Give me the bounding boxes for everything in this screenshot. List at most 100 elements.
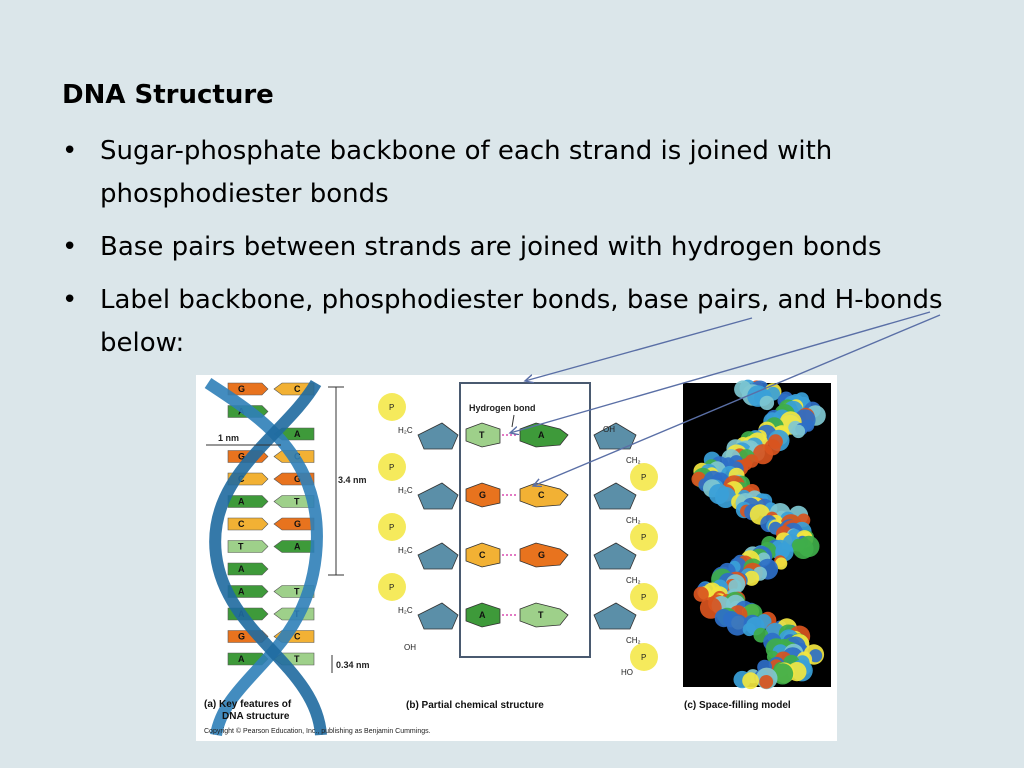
bullet-text: Label backbone, phosphodiester bonds, ba…: [100, 285, 943, 358]
ch2-right-label: CH₂: [626, 636, 641, 645]
space-filling-atom: [693, 586, 709, 602]
chem-base-left-label: C: [479, 550, 486, 560]
space-filling-atom: [775, 557, 788, 570]
chem-base-left-label: A: [479, 610, 486, 620]
space-filling-atom: [715, 486, 737, 508]
chem-base-right-label: C: [538, 490, 545, 500]
space-filling-atom: [742, 672, 759, 690]
ho-label: HO: [621, 668, 633, 677]
helix-base-left: [227, 562, 269, 576]
phosphate-left: [378, 573, 406, 601]
panel-a-caption-1: (a) Key features of: [204, 699, 292, 710]
helix-base-left-label: G: [238, 632, 245, 642]
sugar-right: [593, 602, 637, 630]
space-filling-atom: [742, 622, 756, 637]
ch2-left-label: H₂C: [398, 486, 413, 495]
bullet-item: • Label backbone, phosphodiester bonds, …: [58, 279, 1008, 365]
helix-base-right-label: T: [294, 497, 300, 507]
bullet-text: Sugar-phosphate backbone of each strand …: [100, 136, 833, 209]
sugar-left: [417, 482, 459, 510]
oh-bottom-label: OH: [404, 643, 416, 652]
helix-base-left-label: T: [238, 542, 244, 552]
helix-base-left: [227, 517, 269, 531]
helix-base-right-label: C: [294, 384, 301, 394]
helix-base-right-label: C: [294, 632, 301, 642]
bullet-item: • Base pairs between strands are joined …: [58, 226, 1008, 269]
chem-base-right-label: T: [538, 610, 544, 620]
chem-base-left: [465, 602, 501, 628]
phosphate-left: [378, 453, 406, 481]
space-filling-atom: [791, 424, 806, 439]
panel-c-caption: (c) Space-filling model: [684, 700, 791, 711]
oh-top-label: OH: [603, 425, 615, 434]
phosphate-left-p: P: [389, 583, 394, 592]
sugar-right: [593, 542, 637, 570]
chem-base-right-label: G: [538, 550, 545, 560]
hydrogen-bond-label: Hydrogen bond: [469, 403, 536, 413]
phosphate-right: [630, 643, 658, 671]
helix-base-right-label: T: [294, 587, 300, 597]
sugar-left: [417, 542, 459, 570]
slide-title: DNA Structure: [62, 80, 274, 110]
phosphate-right: [630, 523, 658, 551]
bullet-dot: •: [62, 136, 78, 166]
space-filling-atom: [793, 538, 814, 559]
ch2-left-label: H₂C: [398, 426, 413, 435]
space-filling-atom: [809, 649, 823, 663]
helix-base-right-label: G: [294, 474, 301, 484]
phosphate-left-p: P: [389, 403, 394, 412]
bullet-dot: •: [62, 232, 78, 262]
helix-base-left-label: A: [238, 587, 245, 597]
chem-base-left-label: G: [479, 490, 486, 500]
helix-base-left: [227, 495, 269, 508]
width-measure-label: 1 nm: [218, 433, 239, 443]
phosphate-left-p: P: [389, 523, 394, 532]
helix-base-left: [227, 540, 269, 553]
helix-base-right-label: A: [294, 429, 301, 439]
helix-base-left-label: A: [238, 497, 245, 507]
space-filling-atom: [759, 395, 775, 411]
helix-base-right-label: A: [294, 542, 301, 552]
space-filling-atom: [759, 675, 774, 689]
helix-base-left-label: G: [238, 452, 245, 462]
phosphate-right-p: P: [641, 533, 646, 542]
panel-c-space-filling: (c) Space-filling model: [683, 379, 831, 711]
helix-base-left-label: A: [238, 654, 245, 664]
phosphate-left-p: P: [389, 463, 394, 472]
bullet-list: • Sugar-phosphate backbone of each stran…: [58, 130, 1008, 375]
sugar-left: [417, 422, 459, 450]
phosphate-left: [378, 513, 406, 541]
chem-base-left: [465, 542, 501, 568]
phosphate-right-p: P: [641, 473, 646, 482]
phosphate-right: [630, 583, 658, 611]
helix-base-left-label: G: [238, 384, 245, 394]
panel-b-caption: (b) Partial chemical structure: [406, 700, 544, 711]
ch2-left-label: H₂C: [398, 606, 413, 615]
helix-strand-1: [204, 378, 323, 737]
helix-strand-2: [209, 379, 327, 736]
chem-base-right-label: A: [538, 430, 545, 440]
ch2-left-label: H₂C: [398, 546, 413, 555]
helix-base-left-label: C: [238, 519, 245, 529]
panel-a-caption-2: DNA structure: [222, 711, 290, 722]
turn-measure-label: 3.4 nm: [338, 475, 367, 485]
helix-base-left-label: A: [238, 564, 245, 574]
bullet-text: Base pairs between strands are joined wi…: [100, 232, 882, 262]
bullet-item: • Sugar-phosphate backbone of each stran…: [58, 130, 1008, 216]
chem-base-left-label: T: [479, 430, 485, 440]
phosphate-right-p: P: [641, 653, 646, 662]
chem-base-right: [519, 602, 569, 628]
chem-base-left: [465, 482, 501, 508]
ch2-right-label: CH₂: [626, 516, 641, 525]
copyright-text: Copyright © Pearson Education, Inc., pub…: [204, 727, 431, 735]
sugar-left: [417, 602, 459, 630]
chem-base-left: [465, 422, 501, 448]
ch2-right-label: CH₂: [626, 576, 641, 585]
ch2-right-label: CH₂: [626, 456, 641, 465]
phosphate-right-p: P: [641, 593, 646, 602]
space-filling-atom: [744, 570, 760, 586]
helix-base-right-label: T: [294, 654, 300, 664]
